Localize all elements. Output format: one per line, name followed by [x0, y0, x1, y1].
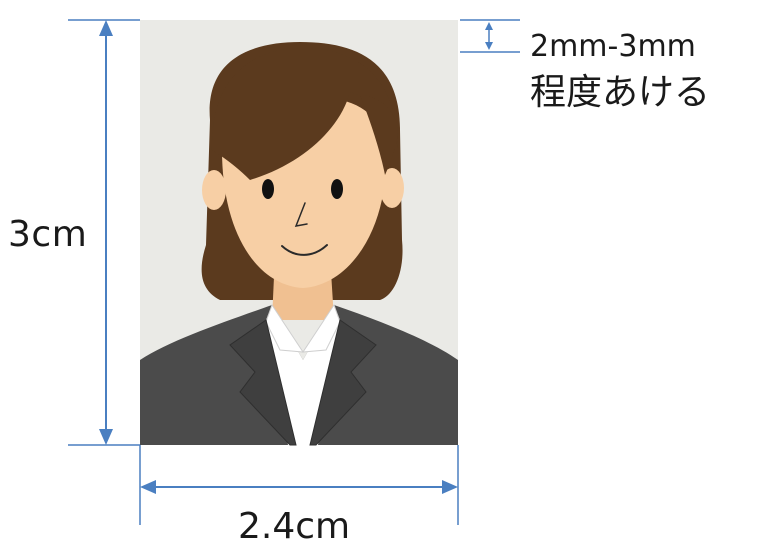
width-arrow-right [442, 480, 458, 494]
shirt-collar-right [302, 303, 341, 353]
top-gap-label: 2mm-3mm 程度あける [530, 28, 710, 115]
shirt-collar-left [265, 303, 304, 353]
width-arrow-left [140, 480, 156, 494]
nose [294, 202, 308, 227]
mouth [281, 244, 328, 256]
hair-bangs-right [360, 95, 398, 175]
height-arrow-top [99, 20, 113, 36]
gap-arrow-bottom [485, 42, 493, 50]
right-ear [380, 168, 404, 208]
suit-lapel-right [309, 319, 377, 446]
height-arrow-bottom [99, 429, 113, 445]
left-eye [262, 179, 274, 199]
left-ear [202, 170, 226, 210]
height-label: 3cm [8, 214, 88, 255]
top-gap-range: 2mm-3mm [530, 29, 696, 64]
gap-arrow-top [485, 22, 493, 30]
width-label: 2.4cm [238, 506, 351, 547]
right-eye [331, 179, 343, 199]
hair-bangs [211, 48, 398, 180]
top-gap-note: 程度あける [530, 71, 711, 113]
suit-lapel-left [229, 319, 297, 446]
